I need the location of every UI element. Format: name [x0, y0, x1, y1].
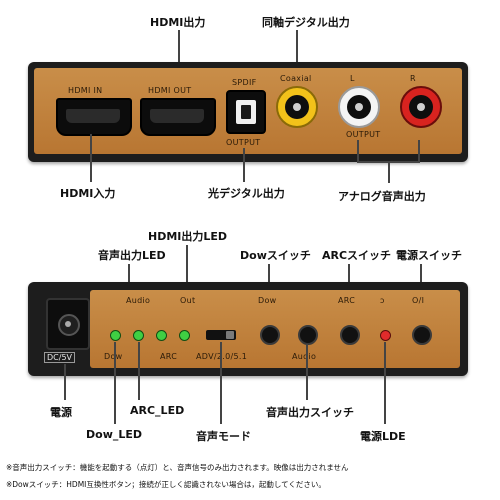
- led-audio-1: [110, 330, 121, 341]
- rca-left-pin: [355, 103, 363, 111]
- rca-left-jack[interactable]: [338, 86, 380, 128]
- callout-power: 電源: [50, 406, 72, 419]
- silk-spdif: SPDIF: [232, 78, 257, 87]
- leader-analog: [388, 161, 390, 183]
- silk-audio-bottom: Audio: [292, 352, 317, 361]
- leader-analog-right: [418, 140, 420, 162]
- callout-dow-switch: Dowスイッチ: [240, 249, 311, 262]
- callout-audio-mode: 音声モード: [196, 430, 251, 443]
- callout-audio-switch: 音声出力スイッチ: [266, 406, 354, 419]
- power-button[interactable]: [412, 325, 432, 345]
- silk-dow-bottom: Dow: [104, 352, 123, 361]
- leader-coaxial: [296, 30, 298, 78]
- hdmi-out-slot: [150, 109, 204, 123]
- front-panel: [28, 282, 468, 376]
- leader-optical: [243, 148, 245, 182]
- leader-analog-left: [357, 140, 359, 162]
- led-hdmi-out-2: [179, 330, 190, 341]
- silk-dc: DC/5V: [44, 352, 76, 363]
- rca-coaxial-pin: [293, 103, 301, 111]
- callout-hdmi-led: HDMI出力LED: [148, 230, 228, 243]
- leader-audio-switch: [306, 344, 308, 400]
- rca-coaxial-jack[interactable]: [276, 86, 318, 128]
- rca-right-jack[interactable]: [400, 86, 442, 128]
- silk-hdmi-in: HDMI IN: [68, 86, 103, 95]
- leader-power-led: [384, 342, 386, 424]
- leader-hdmi-in: [90, 134, 92, 182]
- leader-hdmi-out: [178, 30, 180, 84]
- silk-hdmi-out: HDMI OUT: [148, 86, 192, 95]
- led-hdmi-out-1: [156, 330, 167, 341]
- silk-arc-top: ARC: [338, 296, 356, 305]
- arc-button[interactable]: [340, 325, 360, 345]
- leader-audio-mode: [220, 342, 222, 424]
- silk-dow-top: Dow: [258, 296, 277, 305]
- silk-power-sym: ↄ: [380, 296, 385, 305]
- dc-jack[interactable]: [46, 298, 90, 350]
- callout-coaxial-out: 同軸デジタル出力: [262, 16, 350, 29]
- optical-port-shutter: [241, 105, 251, 119]
- callout-optical: 光デジタル出力: [208, 187, 285, 200]
- silk-coaxial: Coaxial: [280, 74, 312, 83]
- silk-r: R: [410, 74, 416, 83]
- callout-dow-led: Dow_LED: [86, 428, 143, 441]
- callout-power-led: 電源LDE: [360, 430, 406, 443]
- callout-audio-led: 音声出力LED: [98, 249, 166, 262]
- callout-arc-led: ARC_LED: [130, 404, 185, 417]
- audio-mode-switch-knob: [226, 331, 234, 339]
- note-audio-switch: ※音声出力スイッチ：機能を起動する（点灯）と、音声信号のみ出力されます。映像は出…: [6, 463, 349, 472]
- callout-hdmi-in: HDMI入力: [60, 187, 116, 200]
- dc-jack-pin: [65, 321, 71, 327]
- callout-arc-switch: ARCスイッチ: [322, 249, 392, 262]
- leader-hdmi-led: [186, 245, 188, 303]
- silk-rca-output: OUTPUT: [346, 130, 381, 139]
- leader-arc-led: [138, 342, 140, 400]
- optical-port[interactable]: [226, 90, 266, 134]
- silk-arc-bottom: ARC: [160, 352, 178, 361]
- dow-button[interactable]: [260, 325, 280, 345]
- rca-right-pin: [417, 103, 425, 111]
- leader-power: [64, 364, 66, 400]
- silk-onoff: O/I: [412, 296, 425, 305]
- callout-hdmi-out: HDMI出力: [150, 16, 206, 29]
- hdmi-in-port[interactable]: [56, 98, 132, 136]
- leader-dow-led: [114, 342, 116, 424]
- hdmi-in-slot: [66, 109, 120, 123]
- silk-audio: Audio: [126, 296, 151, 305]
- silk-out: Out: [180, 296, 196, 305]
- note-dow-switch: ※Dowスイッチ：HDMI互換性ボタン；接続が正しく認識されない場合は，起動して…: [6, 480, 326, 489]
- hdmi-out-port[interactable]: [140, 98, 216, 136]
- silk-optical-output: OUTPUT: [226, 138, 261, 147]
- callout-power-switch: 電源スイッチ: [396, 249, 462, 262]
- callout-analog: アナログ音声出力: [338, 190, 426, 203]
- audio-output-button[interactable]: [298, 325, 318, 345]
- audio-mode-switch[interactable]: [206, 330, 236, 340]
- silk-l: L: [350, 74, 355, 83]
- led-power: [380, 330, 391, 341]
- led-audio-2: [133, 330, 144, 341]
